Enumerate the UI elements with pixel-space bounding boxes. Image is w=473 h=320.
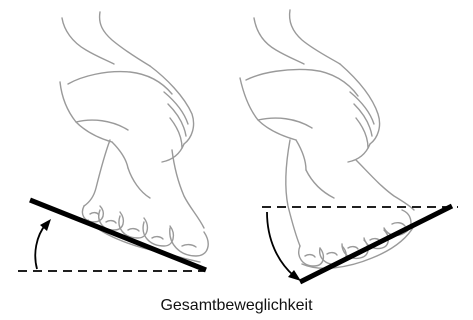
left-angle-arrow bbox=[35, 219, 51, 269]
left-hand-foot-sketch bbox=[60, 12, 208, 262]
left-inclination-bar bbox=[30, 200, 206, 270]
right-angle-arrow bbox=[267, 212, 301, 281]
right-inclination-bar bbox=[300, 206, 452, 282]
caption: Gesamtbeweglichkeit bbox=[0, 297, 473, 315]
right-hand-foot-sketch bbox=[240, 10, 414, 268]
